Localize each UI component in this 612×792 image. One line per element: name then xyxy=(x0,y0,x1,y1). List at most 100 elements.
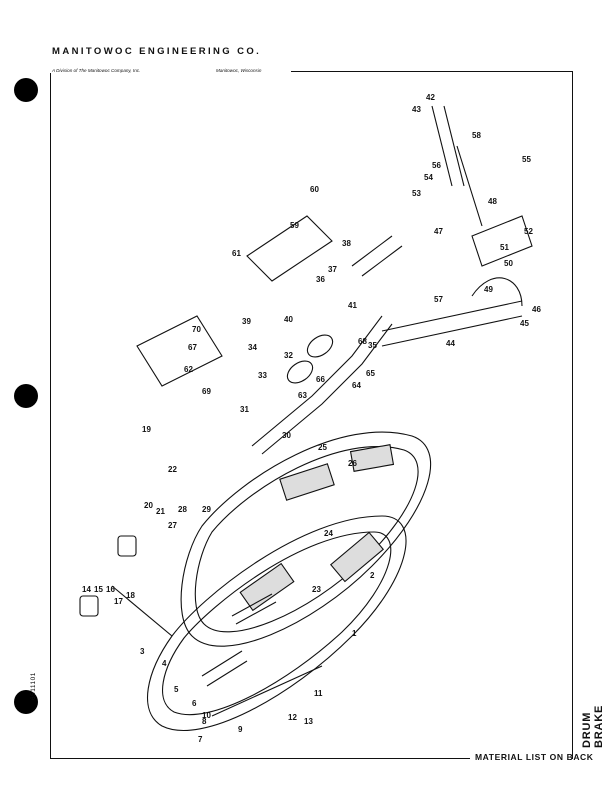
callout-number: 23 xyxy=(312,585,321,594)
callout-number: 29 xyxy=(202,505,211,514)
callout-number: 43 xyxy=(412,105,421,114)
callout-number: 58 xyxy=(472,131,481,140)
callout-number: 45 xyxy=(520,319,529,328)
linkage-rod xyxy=(211,665,323,717)
callout-number: 26 xyxy=(348,459,357,468)
callout-number: 48 xyxy=(488,197,497,206)
lining-block xyxy=(330,531,384,583)
callout-number: 37 xyxy=(328,265,337,274)
brake-band-upper xyxy=(180,431,432,647)
adjuster-stack xyxy=(117,535,137,557)
callout-number: 62 xyxy=(184,365,193,374)
callout-number: 52 xyxy=(524,227,533,236)
yoke-lever xyxy=(351,235,403,277)
callout-number: 22 xyxy=(168,465,177,474)
actuator-shaft-edge xyxy=(261,323,393,455)
callout-number: 6 xyxy=(192,699,197,708)
division-line: A Division of The Manitowoc Company, Inc… xyxy=(52,68,141,73)
callout-number: 35 xyxy=(368,341,377,350)
plate-number: 6511101 xyxy=(30,672,37,700)
callout-number: 14 xyxy=(82,585,91,594)
adjuster-stack xyxy=(79,595,99,617)
callout-number: 39 xyxy=(242,317,251,326)
callout-number: 2 xyxy=(370,571,375,580)
callout-number: 36 xyxy=(316,275,325,284)
callout-number: 11 xyxy=(314,689,323,698)
callout-number: 54 xyxy=(424,173,433,182)
callout-number: 59 xyxy=(290,221,299,230)
material-list-note: MATERIAL LIST ON BACK xyxy=(475,752,594,762)
callout-number: 56 xyxy=(432,161,441,170)
lining-block xyxy=(349,444,395,472)
callout-number: 34 xyxy=(248,343,257,352)
callout-number: 38 xyxy=(342,239,351,248)
callout-number: 70 xyxy=(192,325,201,334)
callout-number: 63 xyxy=(298,391,307,400)
callout-number: 61 xyxy=(232,249,241,258)
callout-number: 44 xyxy=(446,339,455,348)
callout-layer: 1 2 3 4 5 6 7 8 9 10 11 12 13 14 15 16 1… xyxy=(82,93,541,744)
callout-number: 10 xyxy=(202,711,211,720)
callout-number: 55 xyxy=(522,155,531,164)
callout-number: 51 xyxy=(500,243,509,252)
adjusting-rod xyxy=(381,300,523,332)
callout-number: 19 xyxy=(142,425,151,434)
callout-number: 20 xyxy=(144,501,153,510)
callout-number: 12 xyxy=(288,713,297,722)
bracket-plate xyxy=(136,315,223,387)
frame-bottom-rule xyxy=(50,758,470,759)
lining-block xyxy=(279,463,335,501)
callout-number: 13 xyxy=(304,717,313,726)
spring xyxy=(231,593,277,625)
drawing-title: DRUM BRAKE xyxy=(581,704,605,748)
callout-number: 17 xyxy=(114,597,123,606)
frame-top-rule xyxy=(291,71,573,72)
callout-number: 46 xyxy=(532,305,541,314)
callout-number: 41 xyxy=(348,301,357,310)
adjusting-rod xyxy=(381,315,523,347)
callout-number: 8 xyxy=(202,717,207,726)
frame-left-rule xyxy=(50,73,51,759)
callout-number: 18 xyxy=(126,591,135,600)
callout-number: 9 xyxy=(238,725,243,734)
lining-block xyxy=(239,562,295,612)
callout-number: 65 xyxy=(366,369,375,378)
callout-number: 69 xyxy=(202,387,211,396)
callout-number: 30 xyxy=(282,431,291,440)
callout-number: 68 xyxy=(358,337,367,346)
frame-right-rule xyxy=(572,71,573,759)
callout-number: 21 xyxy=(156,507,165,516)
company-name: MANITOWOC ENGINEERING CO. xyxy=(52,46,262,57)
spring xyxy=(201,650,248,687)
callout-number: 53 xyxy=(412,189,421,198)
pin xyxy=(431,105,465,187)
callout-number: 28 xyxy=(178,505,187,514)
link-arm xyxy=(471,277,523,307)
callout-number: 4 xyxy=(162,659,167,668)
callout-number: 7 xyxy=(198,735,203,744)
callout-number: 32 xyxy=(284,351,293,360)
callout-number: 47 xyxy=(434,227,443,236)
actuator-shaft xyxy=(251,315,383,447)
callout-number: 25 xyxy=(318,443,327,452)
brake-band-lower-inner xyxy=(161,531,392,716)
mounting-bracket xyxy=(246,215,333,282)
callout-number: 49 xyxy=(484,285,493,294)
callout-number: 15 xyxy=(94,585,103,594)
callout-number: 5 xyxy=(174,685,179,694)
callout-number: 42 xyxy=(426,93,435,102)
brake-band-lower xyxy=(147,515,407,731)
callout-number: 50 xyxy=(504,259,513,268)
exploded-view-drawing: 1 2 3 4 5 6 7 8 9 10 11 12 13 14 15 16 1… xyxy=(79,93,541,744)
callout-number: 31 xyxy=(240,405,249,414)
callout-number: 67 xyxy=(188,343,197,352)
callout-number: 27 xyxy=(168,521,177,530)
callout-number: 33 xyxy=(258,371,267,380)
binder-hole-middle xyxy=(14,384,38,408)
callout-number: 1 xyxy=(352,629,357,638)
callout-number: 3 xyxy=(140,647,145,656)
callout-number: 40 xyxy=(284,315,293,324)
callout-number: 60 xyxy=(310,185,319,194)
binder-hole-top xyxy=(14,78,38,102)
callout-number: 57 xyxy=(434,295,443,304)
